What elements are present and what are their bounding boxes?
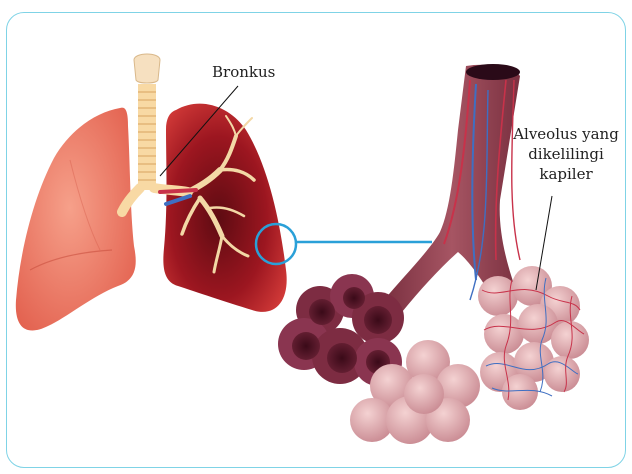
bronchiole-vessel bbox=[384, 64, 520, 312]
label-alveolus-line1: Alveolus yang bbox=[496, 124, 632, 144]
label-alveolus-line2: dikelilingi bbox=[496, 144, 632, 164]
alveoli-with-capillaries bbox=[478, 266, 589, 410]
left-lung bbox=[16, 108, 136, 331]
label-bronkus: Bronkus bbox=[212, 62, 275, 82]
label-alveolus: Alveolus yang dikelilingi kapiler bbox=[496, 124, 632, 184]
label-alveolus-line3: kapiler bbox=[496, 164, 632, 184]
